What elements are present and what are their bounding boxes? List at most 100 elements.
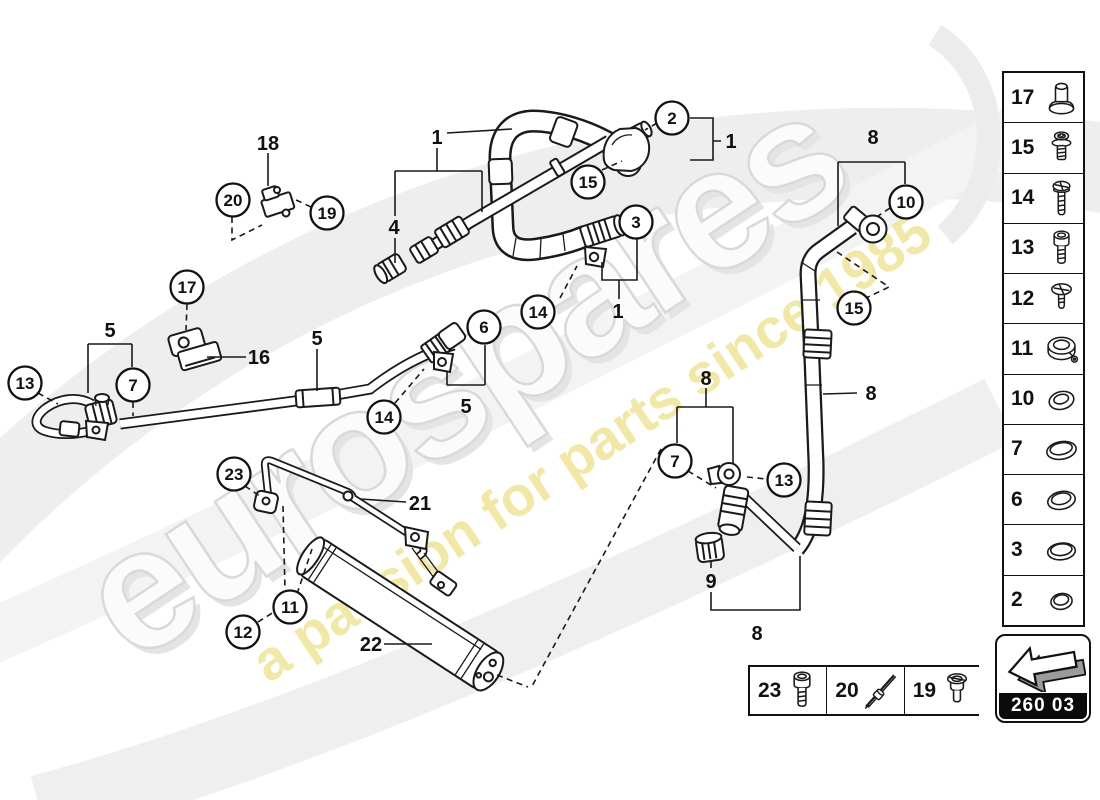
flange-bolt-icon [1043,126,1080,169]
sidebar-item-13[interactable]: 13 [1004,223,1083,275]
diagram-code: 260 03 [999,693,1087,719]
long-pin-icon [859,668,901,713]
callout-2[interactable]: 2 [654,100,690,136]
part-label-8[interactable]: 8 [865,383,876,405]
callout-11[interactable]: 11 [272,589,308,625]
svg-text:15: 15 [579,173,598,192]
part-number: 15 [1011,135,1035,159]
svg-text:14: 14 [375,408,394,427]
o-ring-small-icon [1043,579,1080,622]
part-label-22[interactable]: 22 [360,634,382,656]
sidebar-item-10[interactable]: 10 [1004,374,1083,425]
part-label-8[interactable]: 8 [751,623,762,645]
svg-text:12: 12 [234,623,253,642]
part-label-8[interactable]: 8 [700,368,711,390]
callout-3[interactable]: 3 [618,204,654,240]
part-label-18[interactable]: 18 [257,133,279,155]
callout-13[interactable]: 13 [766,462,802,498]
pan-screw-icon [1043,277,1080,320]
two-ear-clamp-icon [1043,327,1080,370]
callout-6[interactable]: 6 [466,309,502,345]
legend-item-19[interactable]: 19 [904,667,982,714]
sidebar-item-3[interactable]: 3 [1004,525,1083,576]
callout-20[interactable]: 20 [215,182,251,218]
sidebar-item-17[interactable]: 17 [1004,73,1083,124]
o-ring-icon [1043,529,1080,572]
socket-head-bolt-icon [1043,227,1080,270]
part-number: 23 [758,678,782,702]
part-number: 12 [1011,286,1035,310]
o-ring-wide-icon [1043,428,1080,471]
part-label-21[interactable]: 21 [409,493,431,515]
svg-text:2: 2 [667,109,676,128]
svg-text:17: 17 [178,278,197,297]
callout-15[interactable]: 15 [570,164,606,200]
part-number: 3 [1011,538,1023,562]
callout-10[interactable]: 10 [888,184,924,220]
part-label-1[interactable]: 1 [725,131,736,153]
part-label-1[interactable]: 1 [431,127,442,149]
part-label-5[interactable]: 5 [311,328,322,350]
part-number: 17 [1011,85,1035,109]
callout-7[interactable]: 7 [115,367,151,403]
sidebar-item-2[interactable]: 2 [1004,575,1083,625]
part-label-4[interactable]: 4 [388,217,400,239]
parts-sidebar: 17 15 14 13 12 11 10 7 6 3 2 [1002,71,1085,627]
pan-screw-base-icon [936,668,978,713]
parts-artwork [31,109,888,692]
sidebar-item-15[interactable]: 15 [1004,123,1083,174]
svg-text:19: 19 [318,204,337,223]
part-label-16[interactable]: 16 [248,347,270,369]
svg-text:13: 13 [775,471,794,490]
callout-19[interactable]: 19 [309,195,345,231]
pan-screw-long-icon [1043,177,1080,220]
sidebar-item-7[interactable]: 7 [1004,424,1083,476]
callout-17[interactable]: 17 [169,269,205,305]
part-number: 6 [1011,487,1023,511]
svg-text:20: 20 [224,191,243,210]
callout-14[interactable]: 14 [520,294,556,330]
svg-text:13: 13 [16,374,35,393]
part-label-9[interactable]: 9 [705,571,716,593]
svg-text:7: 7 [670,452,679,471]
callout-14[interactable]: 14 [366,399,402,435]
part-label-5[interactable]: 5 [460,396,471,418]
part-number: 20 [835,678,859,702]
svg-text:23: 23 [225,465,244,484]
svg-text:15: 15 [845,299,864,318]
diagram-code-box[interactable]: 260 03 [995,634,1091,723]
sidebar-item-6[interactable]: 6 [1004,475,1083,526]
part-number: 14 [1011,186,1035,210]
leader-lines [37,117,906,689]
svg-text:7: 7 [128,376,137,395]
parts-legend: 23 20 19 [748,665,982,716]
socket-head-bolt-icon [781,668,823,713]
part-label-1[interactable]: 1 [612,301,623,323]
legend-item-23[interactable]: 23 [750,667,828,714]
part-number: 10 [1011,387,1035,411]
sidebar-item-12[interactable]: 12 [1004,274,1083,325]
part-number: 19 [912,678,937,702]
svg-text:10: 10 [897,193,916,212]
part-label-5[interactable]: 5 [104,320,115,342]
callout-13[interactable]: 13 [7,365,43,401]
sidebar-item-11[interactable]: 11 [1004,324,1083,375]
part-number: 7 [1011,437,1023,461]
callout-15[interactable]: 15 [836,290,872,326]
stud-icon [1043,76,1080,119]
sidebar-item-14[interactable]: 14 [1004,173,1083,224]
callout-23[interactable]: 23 [216,456,252,492]
o-ring-medium-icon [1043,478,1080,521]
part-label-8[interactable]: 8 [867,127,878,149]
legend-item-20[interactable]: 20 [827,667,905,714]
svg-text:11: 11 [281,598,299,617]
back-arrow-icon [997,636,1089,693]
svg-text:3: 3 [631,213,640,232]
callout-7[interactable]: 7 [657,443,693,479]
callout-12[interactable]: 12 [225,614,261,650]
svg-text:6: 6 [479,318,488,337]
part-number: 11 [1011,336,1034,360]
